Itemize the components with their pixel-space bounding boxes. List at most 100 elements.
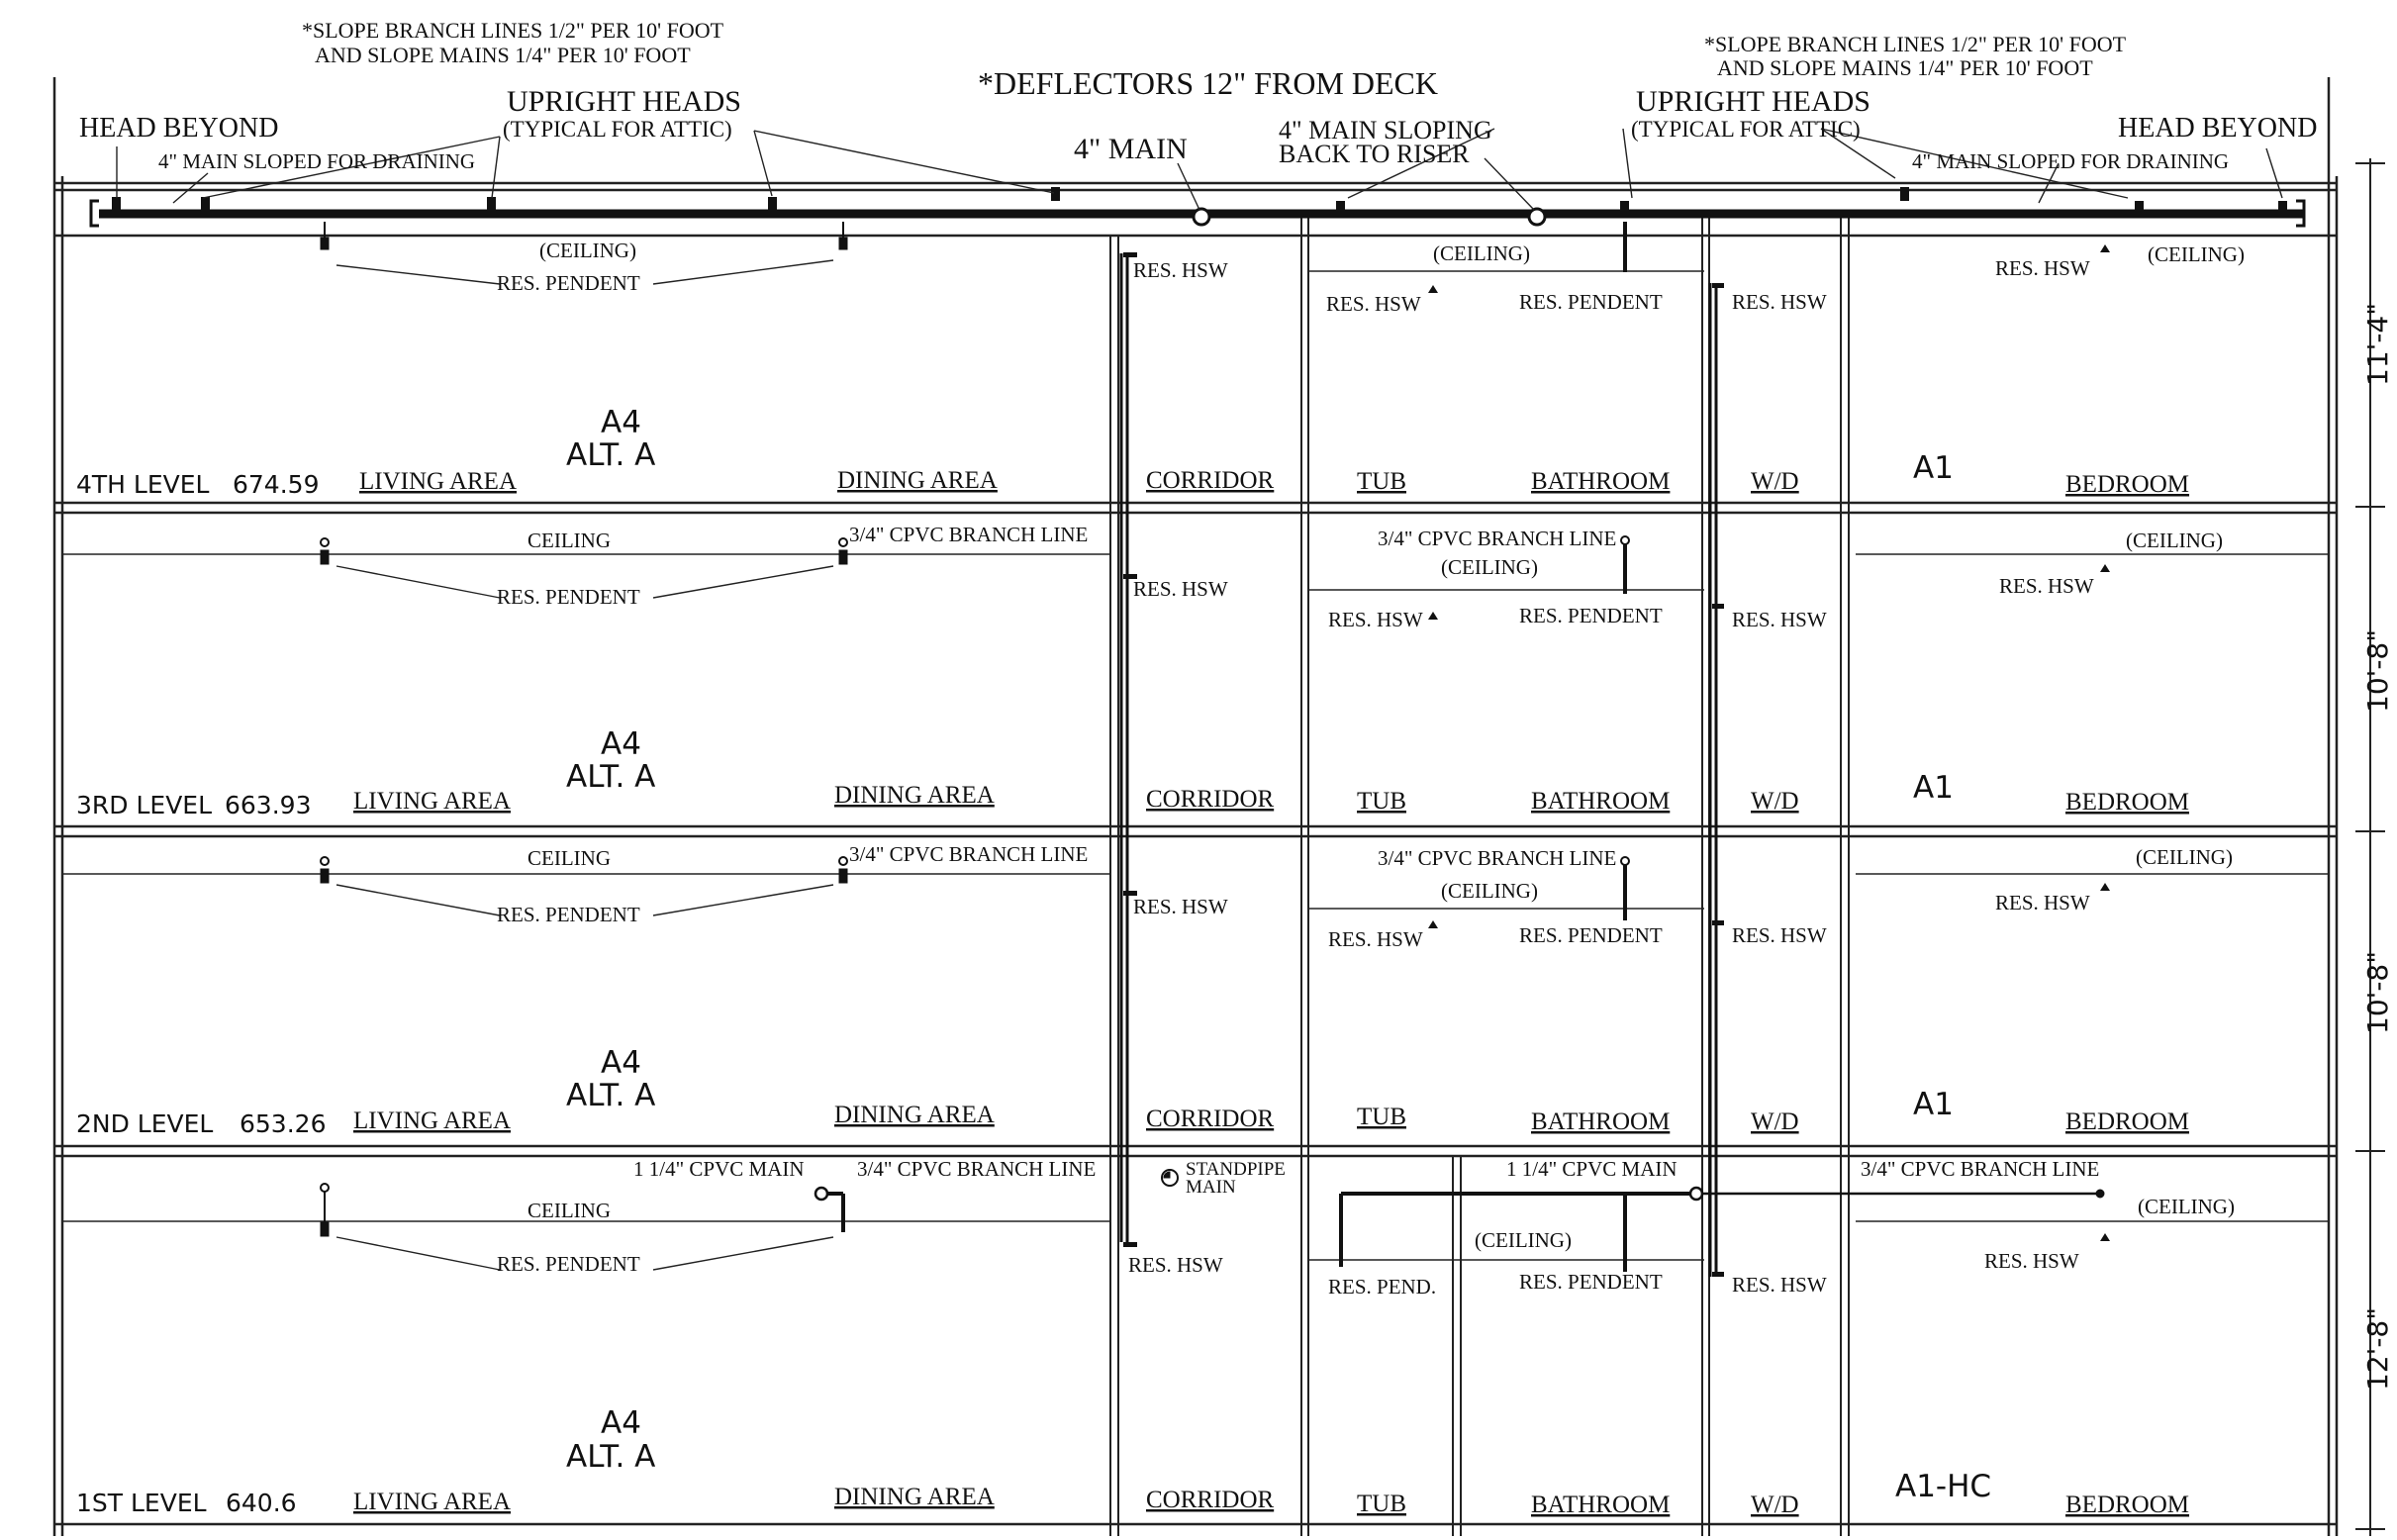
dimension-level-3: 10'-8": [2361, 629, 2394, 713]
room-dining-area: DINING AREA: [834, 1484, 995, 1510]
room-bedroom: BEDROOM: [2065, 1108, 2189, 1135]
level-elevation: 640.6: [226, 1489, 297, 1517]
leader-lines: [116, 128, 2283, 1271]
res-pendent-left: RES. PENDENT: [497, 903, 640, 926]
level-elevation: 674.59: [233, 470, 319, 499]
upright-heads-left-sub: (TYPICAL FOR ATTIC): [503, 117, 732, 142]
level-name: 4TH LEVEL: [76, 470, 210, 499]
standpipe-label-2: MAIN: [1186, 1177, 1236, 1198]
upright-heads-left: UPRIGHT HEADS: [507, 85, 741, 118]
room-corridor: CORRIDOR: [1146, 1487, 1275, 1513]
res-hsw-corridor: RES. HSW: [1128, 1253, 1223, 1277]
level-name: 1ST LEVEL: [76, 1489, 207, 1517]
ceiling-bed: (CEILING): [2136, 845, 2233, 869]
res-hsw-bed: RES. HSW: [1999, 574, 2094, 598]
room-corridor: CORRIDOR: [1146, 1106, 1275, 1132]
main-drain-left: 4" MAIN SLOPED FOR DRAINING: [158, 149, 475, 173]
ceiling-bed: (CEILING): [2148, 242, 2245, 266]
unit-alt: ALT. A: [566, 437, 655, 473]
ceiling-left: CEILING: [527, 1199, 611, 1222]
unit-label: A4: [601, 1045, 641, 1081]
unit-label-right: A1: [1913, 1087, 1954, 1122]
level-3: 3RD LEVEL 663.93 A4 ALT. A A1 LIVING ARE…: [76, 523, 2223, 819]
deflectors-note: *DEFLECTORS 12" FROM DECK: [978, 65, 1438, 101]
unit-label-right: A1: [1913, 770, 1954, 806]
ceiling-mid: (CEILING): [1441, 879, 1538, 903]
room-bedroom: BEDROOM: [2065, 471, 2189, 498]
slope-note-left-1: *SLOPE BRANCH LINES 1/2" PER 10' FOOT: [302, 18, 724, 43]
res-pendent-left: RES. PENDENT: [497, 271, 640, 295]
upright-heads-right: UPRIGHT HEADS: [1636, 85, 1870, 118]
room-bedroom: BEDROOM: [2065, 789, 2189, 816]
unit-alt: ALT. A: [566, 759, 655, 795]
room-tub: TUB: [1357, 1104, 1406, 1130]
level-name: 2ND LEVEL: [76, 1109, 213, 1138]
res-hsw-bed: RES. HSW: [1984, 1249, 2079, 1273]
branch-line-left: 3/4" CPVC BRANCH LINE: [849, 523, 1088, 546]
res-hsw-tub: RES. HSW: [1326, 292, 1421, 316]
res-hsw-tub: RES. HSW: [1328, 927, 1423, 951]
res-hsw-wd: RES. HSW: [1732, 923, 1827, 947]
branch-line-mid: 3/4" CPVC BRANCH LINE: [1378, 527, 1616, 550]
ceiling-mid: (CEILING): [1441, 555, 1538, 579]
head-beyond-left: HEAD BEYOND: [79, 113, 278, 144]
ceiling-left: CEILING: [527, 529, 611, 552]
room-bedroom: BEDROOM: [2065, 1492, 2189, 1518]
room-tub: TUB: [1357, 788, 1406, 815]
room-living-area: LIVING AREA: [353, 788, 511, 815]
res-pendent-left: RES. PENDENT: [497, 1252, 640, 1276]
standpipe-label-1: STANDPIPE: [1186, 1159, 1286, 1180]
room-bathroom: BATHROOM: [1531, 1108, 1670, 1135]
room-bathroom: BATHROOM: [1531, 788, 1670, 815]
room-wd: W/D: [1751, 468, 1799, 495]
branch-line-mid: 3/4" CPVC BRANCH LINE: [1378, 846, 1616, 870]
branch-line-right: 3/4" CPVC BRANCH LINE: [1861, 1157, 2099, 1181]
level-name: 3RD LEVEL: [76, 791, 212, 819]
room-living-area: LIVING AREA: [359, 468, 517, 495]
slope-note-right-2: AND SLOPE MAINS 1/4" PER 10' FOOT: [1717, 55, 2093, 80]
room-bathroom: BATHROOM: [1531, 1492, 1670, 1518]
res-hsw-bed: RES. HSW: [1995, 256, 2090, 280]
res-pendent-bath: RES. PENDENT: [1519, 1270, 1663, 1294]
slope-note-right-1: *SLOPE BRANCH LINES 1/2" PER 10' FOOT: [1704, 32, 2127, 56]
res-pendent-left: RES. PENDENT: [497, 585, 640, 609]
building-frame: [52, 77, 2385, 1536]
res-hsw-wd: RES. HSW: [1732, 608, 1827, 631]
main-sloping-label-2: BACK TO RISER: [1279, 140, 1470, 168]
res-pendent-bath: RES. PENDENT: [1519, 923, 1663, 947]
unit-label-right: A1-HC: [1895, 1469, 1991, 1504]
room-corridor: CORRIDOR: [1146, 786, 1275, 813]
dimension-level-1: 12'-8": [2361, 1307, 2394, 1391]
unit-label: A4: [601, 726, 641, 762]
level-2: 2ND LEVEL 653.26 A4 ALT. A A1 LIVING ARE…: [76, 842, 2233, 1138]
level-elevation: 653.26: [240, 1109, 326, 1138]
room-living-area: LIVING AREA: [353, 1107, 511, 1134]
unit-label: A4: [601, 405, 641, 440]
main-sloping-label-1: 4" MAIN SLOPING: [1279, 116, 1492, 144]
upright-heads: [112, 187, 2287, 215]
res-hsw-corridor: RES. HSW: [1133, 577, 1228, 601]
res-hsw-corridor: RES. HSW: [1133, 895, 1228, 918]
room-tub: TUB: [1357, 1491, 1406, 1517]
branch-line-left: 3/4" CPVC BRANCH LINE: [857, 1157, 1096, 1181]
unit-label: A4: [601, 1405, 641, 1441]
main-drain-right: 4" MAIN SLOPED FOR DRAINING: [1912, 149, 2229, 173]
level-1: 1ST LEVEL 640.6 A4 ALT. A A1-HC LIVING A…: [76, 1157, 2235, 1518]
res-pend-tub: RES. PEND.: [1328, 1275, 1436, 1299]
height-dimensions: 11'-4" 10'-8" 10'-8" 12'-8": [2361, 303, 2394, 1391]
head-beyond-right: HEAD BEYOND: [2118, 113, 2317, 144]
room-bathroom: BATHROOM: [1531, 468, 1670, 495]
res-hsw-tub: RES. HSW: [1328, 608, 1423, 631]
unit-alt: ALT. A: [566, 1078, 655, 1113]
hsw-markers: [1123, 244, 2110, 1277]
res-hsw-wd: RES. HSW: [1732, 290, 1827, 314]
ceiling-left: CEILING: [527, 846, 611, 870]
risers: [1119, 222, 1718, 1277]
ceiling-bed: (CEILING): [2126, 529, 2223, 552]
res-pendent-bath: RES. PENDENT: [1519, 604, 1663, 627]
attic-main-pipe: [89, 199, 2306, 228]
cpvc-main-left: 1 1/4" CPVC MAIN: [633, 1157, 805, 1181]
ceiling-left: (CEILING): [539, 239, 636, 262]
res-hsw-bed: RES. HSW: [1995, 891, 2090, 914]
